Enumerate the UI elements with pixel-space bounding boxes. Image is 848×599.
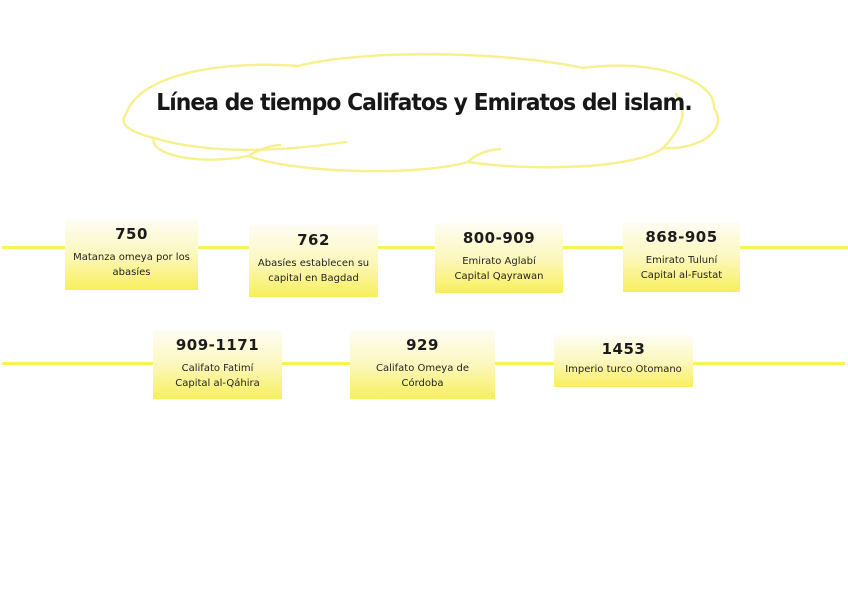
event-description-line: Emirato Aglabí — [462, 256, 536, 267]
event-date: 750 — [115, 225, 148, 243]
event-date: 762 — [297, 231, 330, 249]
event-date: 1453 — [601, 340, 646, 358]
timeline-line-1 — [2, 246, 848, 249]
event-date: 909-1171 — [175, 336, 260, 354]
timeline-event-box: 868-905 Emirato Tuluní Capital al-Fustat — [623, 222, 740, 292]
event-description-line: abasíes — [112, 267, 151, 278]
event-description-line: Capital al-Fustat — [640, 270, 723, 281]
timeline-event-box: 800-909 Emirato Aglabí Capital Qayrawan — [435, 223, 563, 293]
event-description-line: Córdoba — [401, 378, 444, 389]
event-description-line: Matanza omeya por los — [73, 252, 190, 263]
event-date: 929 — [406, 336, 439, 354]
event-description-line: Capital Qayrawan — [454, 271, 544, 282]
timeline-event-box: 909-1171 Califato Fatimí Capital al-Qáhi… — [153, 330, 282, 399]
title-cloud: Línea de tiempo Califatos y Emiratos del… — [118, 50, 730, 178]
event-description-line: Abasíes establecen su — [257, 258, 370, 269]
event-description-line: capital en Bagdad — [268, 273, 359, 284]
timeline-event-box: 1453 Imperio turco Otomano — [554, 335, 693, 387]
page-title: Línea de tiempo Califatos y Emiratos del… — [156, 90, 692, 116]
event-description: Imperio turco Otomano — [554, 362, 693, 377]
event-description: Emirato Aglabí Capital Qayrawan — [435, 254, 563, 284]
event-description: Abasíes establecen su capital en Bagdad — [249, 256, 378, 286]
event-description: Matanza omeya por los abasíes — [65, 250, 198, 280]
timeline-event-box: 762 Abasíes establecen su capital en Bag… — [249, 225, 378, 297]
event-description-line: Imperio turco Otomano — [565, 364, 682, 375]
event-description: Emirato Tuluní Capital al-Fustat — [623, 253, 740, 283]
event-description-line: Califato Fatimí — [181, 363, 254, 374]
event-description-line: Capital al-Qáhira — [175, 378, 260, 389]
event-description-line: Emirato Tuluní — [645, 255, 718, 266]
timeline-event-box: 750 Matanza omeya por los abasíes — [65, 219, 198, 290]
cloud-outline-drawing — [122, 53, 720, 173]
event-description-line: Califato Omeya de — [375, 363, 470, 374]
timeline-event-box: 929 Califato Omeya de Córdoba — [350, 330, 495, 399]
event-date: 868-905 — [645, 228, 718, 246]
event-description: Califato Omeya de Córdoba — [350, 361, 495, 391]
event-description: Califato Fatimí Capital al-Qáhira — [153, 361, 282, 391]
event-date: 800-909 — [462, 229, 536, 247]
